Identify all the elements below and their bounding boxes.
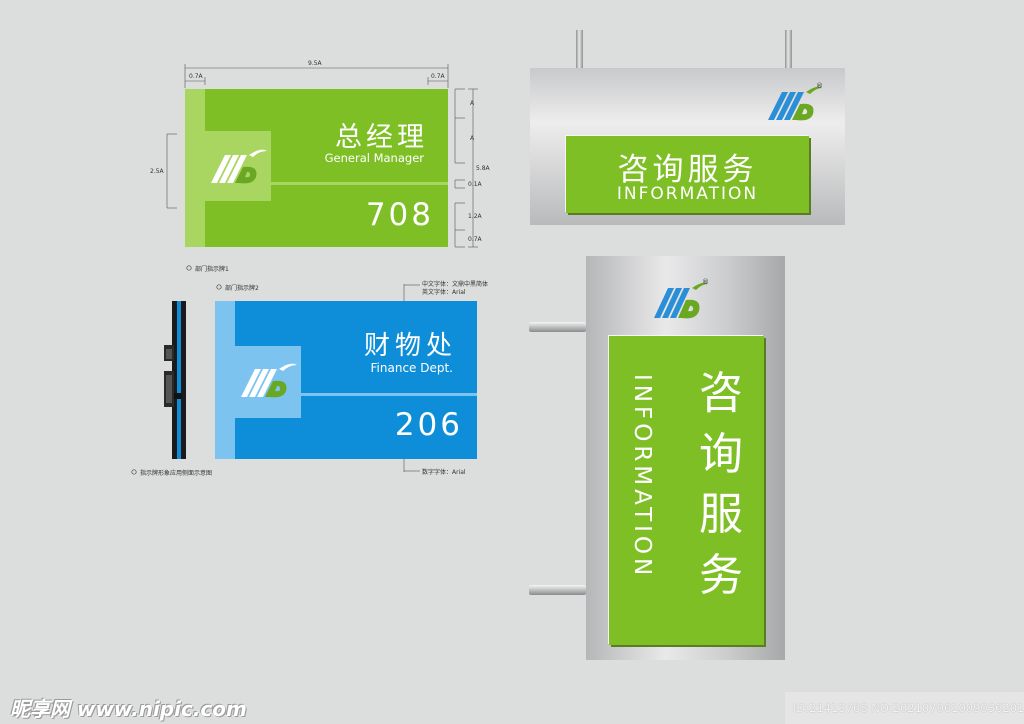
watermark-site: 昵享网 www.nipic.com	[10, 697, 247, 721]
sign-title-cn: 财物处	[363, 331, 457, 361]
font-note-en: 英文字体：Arial	[422, 289, 466, 296]
door-sign-general-manager: 总经理 General Manager 708	[185, 89, 448, 247]
caption-sign1: 部门指示牌1	[195, 266, 229, 273]
company-logo-icon: ®	[766, 82, 824, 126]
door-sign-finance: 财物处 Finance Dept. 206	[215, 301, 477, 459]
company-logo-icon	[209, 145, 269, 189]
dim-side: 2.5A	[150, 168, 164, 175]
dim-width: 9.5A	[308, 60, 322, 67]
cn-char: 询	[699, 428, 743, 480]
cn-char: 咨	[699, 368, 743, 419]
sign-side-profile	[164, 301, 186, 459]
dim-a1: A	[470, 100, 475, 107]
hanging-sign-information: ® 咨询服务 INFORMATION	[530, 68, 845, 225]
sign-title-cn: 咨询服务	[617, 152, 758, 188]
sign-title-en: INFORMATION	[616, 184, 759, 204]
dim-a3: 0.1A	[468, 181, 482, 188]
sign-title-cn-vertical: 咨 询 服 务	[699, 364, 743, 607]
dim-height: 5.8A	[476, 165, 490, 172]
company-logo-icon: ®	[652, 278, 710, 324]
accent-strip	[215, 301, 235, 459]
sign-panel: 咨询服务 INFORMATION	[566, 136, 809, 213]
dim-a2: A	[470, 135, 475, 142]
sign-title-cn: 总经理	[335, 122, 428, 153]
cn-char: 务	[699, 550, 743, 602]
room-number: 206	[394, 407, 463, 443]
dimension-lines	[131, 64, 478, 475]
font-note-num: 数字字体：Arial	[422, 469, 466, 476]
font-note-cn: 中文字体：文鼎中黑简体	[422, 281, 489, 288]
sign-panel: INFORMATION 咨 询 服 务	[609, 336, 764, 645]
registered-mark: ®	[702, 278, 709, 286]
company-logo-icon	[239, 359, 299, 403]
sign-title-en: General Manager	[324, 151, 424, 165]
wall-bracket-bottom	[529, 585, 586, 595]
wall-bracket-top	[529, 322, 586, 332]
room-number: 708	[365, 197, 434, 233]
sign-title-en: Finance Dept.	[370, 361, 453, 375]
divider-line	[271, 182, 448, 185]
dim-a4: 1.2A	[468, 213, 482, 220]
watermark-id-bar: ID:21413768 NO:20210706100903620105	[785, 692, 1024, 724]
dim-a5: 0.7A	[468, 236, 482, 243]
accent-strip	[185, 89, 205, 247]
caption-profile: 指示牌形象应用侧面示意图	[140, 470, 213, 477]
vertical-sign-information: ® INFORMATION 咨 询 服 务	[586, 256, 785, 660]
registered-mark: ®	[816, 82, 823, 90]
divider-line	[301, 393, 477, 396]
sign-title-en-vertical: INFORMATION	[629, 374, 655, 580]
hanging-rod-left	[576, 30, 583, 68]
cn-char: 服	[699, 489, 743, 541]
dim-margin-right: 0.7A	[431, 73, 445, 80]
hanging-rod-right	[785, 30, 792, 68]
caption-sign2: 部门指示牌2	[225, 285, 259, 292]
watermark-id: ID:21413768 NO:20210706100903620105	[793, 701, 1024, 715]
dim-margin-left: 0.7A	[189, 73, 203, 80]
